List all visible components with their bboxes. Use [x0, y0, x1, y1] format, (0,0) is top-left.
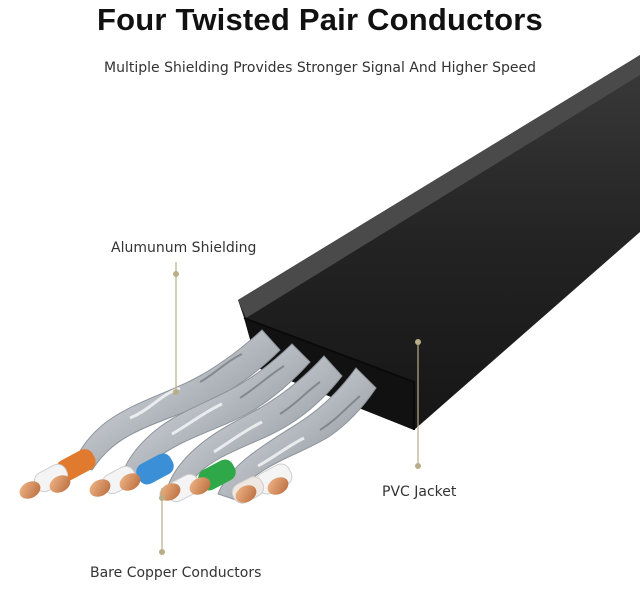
- label-aluminum-shielding: Alumunum Shielding: [111, 240, 256, 256]
- callout-conductors: [159, 488, 165, 555]
- label-bare-copper-conductors: Bare Copper Conductors: [90, 565, 261, 581]
- callout-shielding: [173, 262, 179, 395]
- label-pvc-jacket: PVC Jacket: [382, 484, 456, 500]
